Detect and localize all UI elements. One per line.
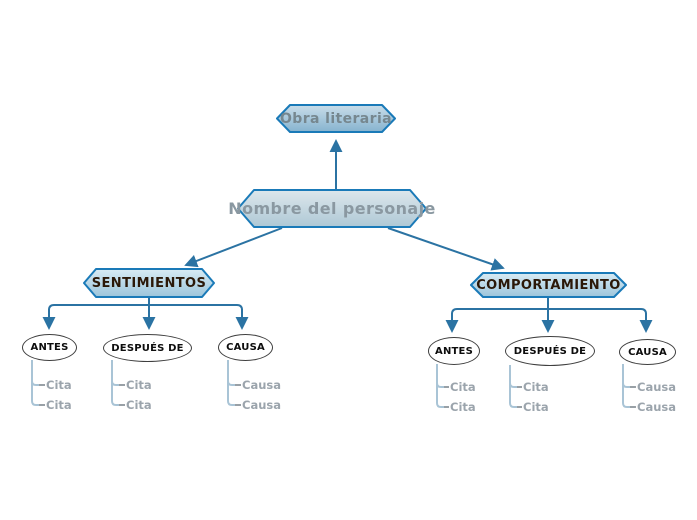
node-label: CAUSA [226,342,265,353]
leaf-item[interactable]: Cita [523,400,549,414]
node-label: DESPUÉS DE [111,342,184,354]
ellipse-node-antes-left[interactable]: ANTES [22,334,77,361]
ellipse-node-despues-left[interactable]: DESPUÉS DE [103,334,192,362]
leaf-elbow-connectors [31,360,630,408]
node-comportamiento[interactable]: COMPORTAMIENTO [470,272,627,298]
leaf-item[interactable]: Causa [242,378,281,392]
ellipse-node-antes-right[interactable]: ANTES [428,337,480,365]
leaf-item[interactable]: Cita [450,400,476,414]
ellipse-node-causa-left[interactable]: CAUSA [218,334,273,361]
left-branch-connectors [42,298,249,330]
hexagon-shape [470,272,627,298]
leaf-tick-lines [39,384,636,408]
node-label: SENTIMIENTOS [91,275,207,291]
right-branch-connectors [445,297,653,333]
node-label: ANTES [30,342,69,353]
leaf-item[interactable]: Cita [126,398,152,412]
leaf-item[interactable]: Cita [450,380,476,394]
node-label: ANTES [435,345,473,357]
hexagon-shape [83,268,215,298]
node-label: COMPORTAMIENTO [476,277,621,293]
leaf-item[interactable]: Cita [523,380,549,394]
hexagon-shape [276,104,396,133]
leaf-item[interactable]: Cita [46,378,72,392]
ellipse-node-despues-right[interactable]: DESPUÉS DE [505,336,595,366]
leaf-item[interactable]: Cita [46,398,72,412]
ellipse-node-causa-right[interactable]: CAUSA [619,339,676,365]
node-nombre-del-personaje[interactable]: Nombre del personaje [228,189,436,228]
leaf-item[interactable]: Causa [637,380,676,394]
hexagon-shape [237,189,427,228]
leaf-item[interactable]: Causa [637,400,676,414]
leaf-item[interactable]: Cita [126,378,152,392]
relation-arrows [184,139,505,271]
node-sentimientos[interactable]: SENTIMIENTOS [83,268,215,298]
node-obra-literaria[interactable]: Obra literaria [276,104,396,133]
node-label: Obra literaria [279,110,393,127]
node-label: CAUSA [628,346,667,358]
leaf-item[interactable]: Causa [242,398,281,412]
node-label: DESPUÉS DE [513,345,587,357]
node-label: Nombre del personaje [228,199,436,218]
